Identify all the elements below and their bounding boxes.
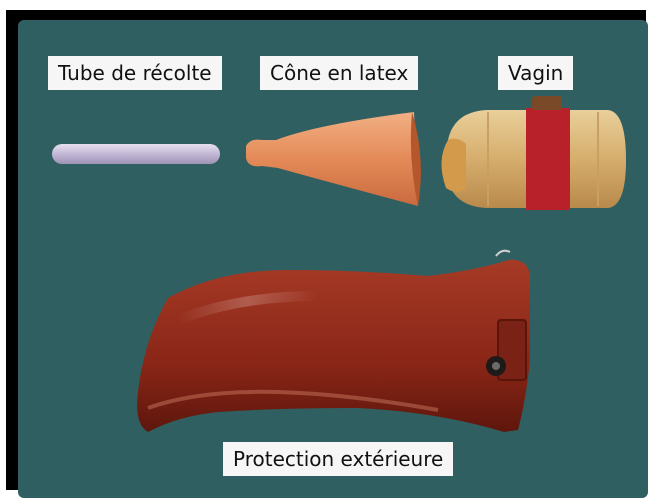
artificial-vagina [441,96,626,210]
image-frame: Tube de récolte Cône en latex Vagin Prot… [6,10,646,490]
photo-illustration [18,20,648,498]
photo-background: Tube de récolte Cône en latex Vagin Prot… [18,20,648,498]
collection-tube [52,144,220,164]
label-collection-tube: Tube de récolte [48,56,222,90]
latex-cone [246,112,421,206]
label-outer-protection: Protection extérieure [223,442,453,476]
outer-protection [137,251,530,432]
label-latex-cone: Cône en latex [260,56,418,90]
label-vagina: Vagin [498,56,573,90]
